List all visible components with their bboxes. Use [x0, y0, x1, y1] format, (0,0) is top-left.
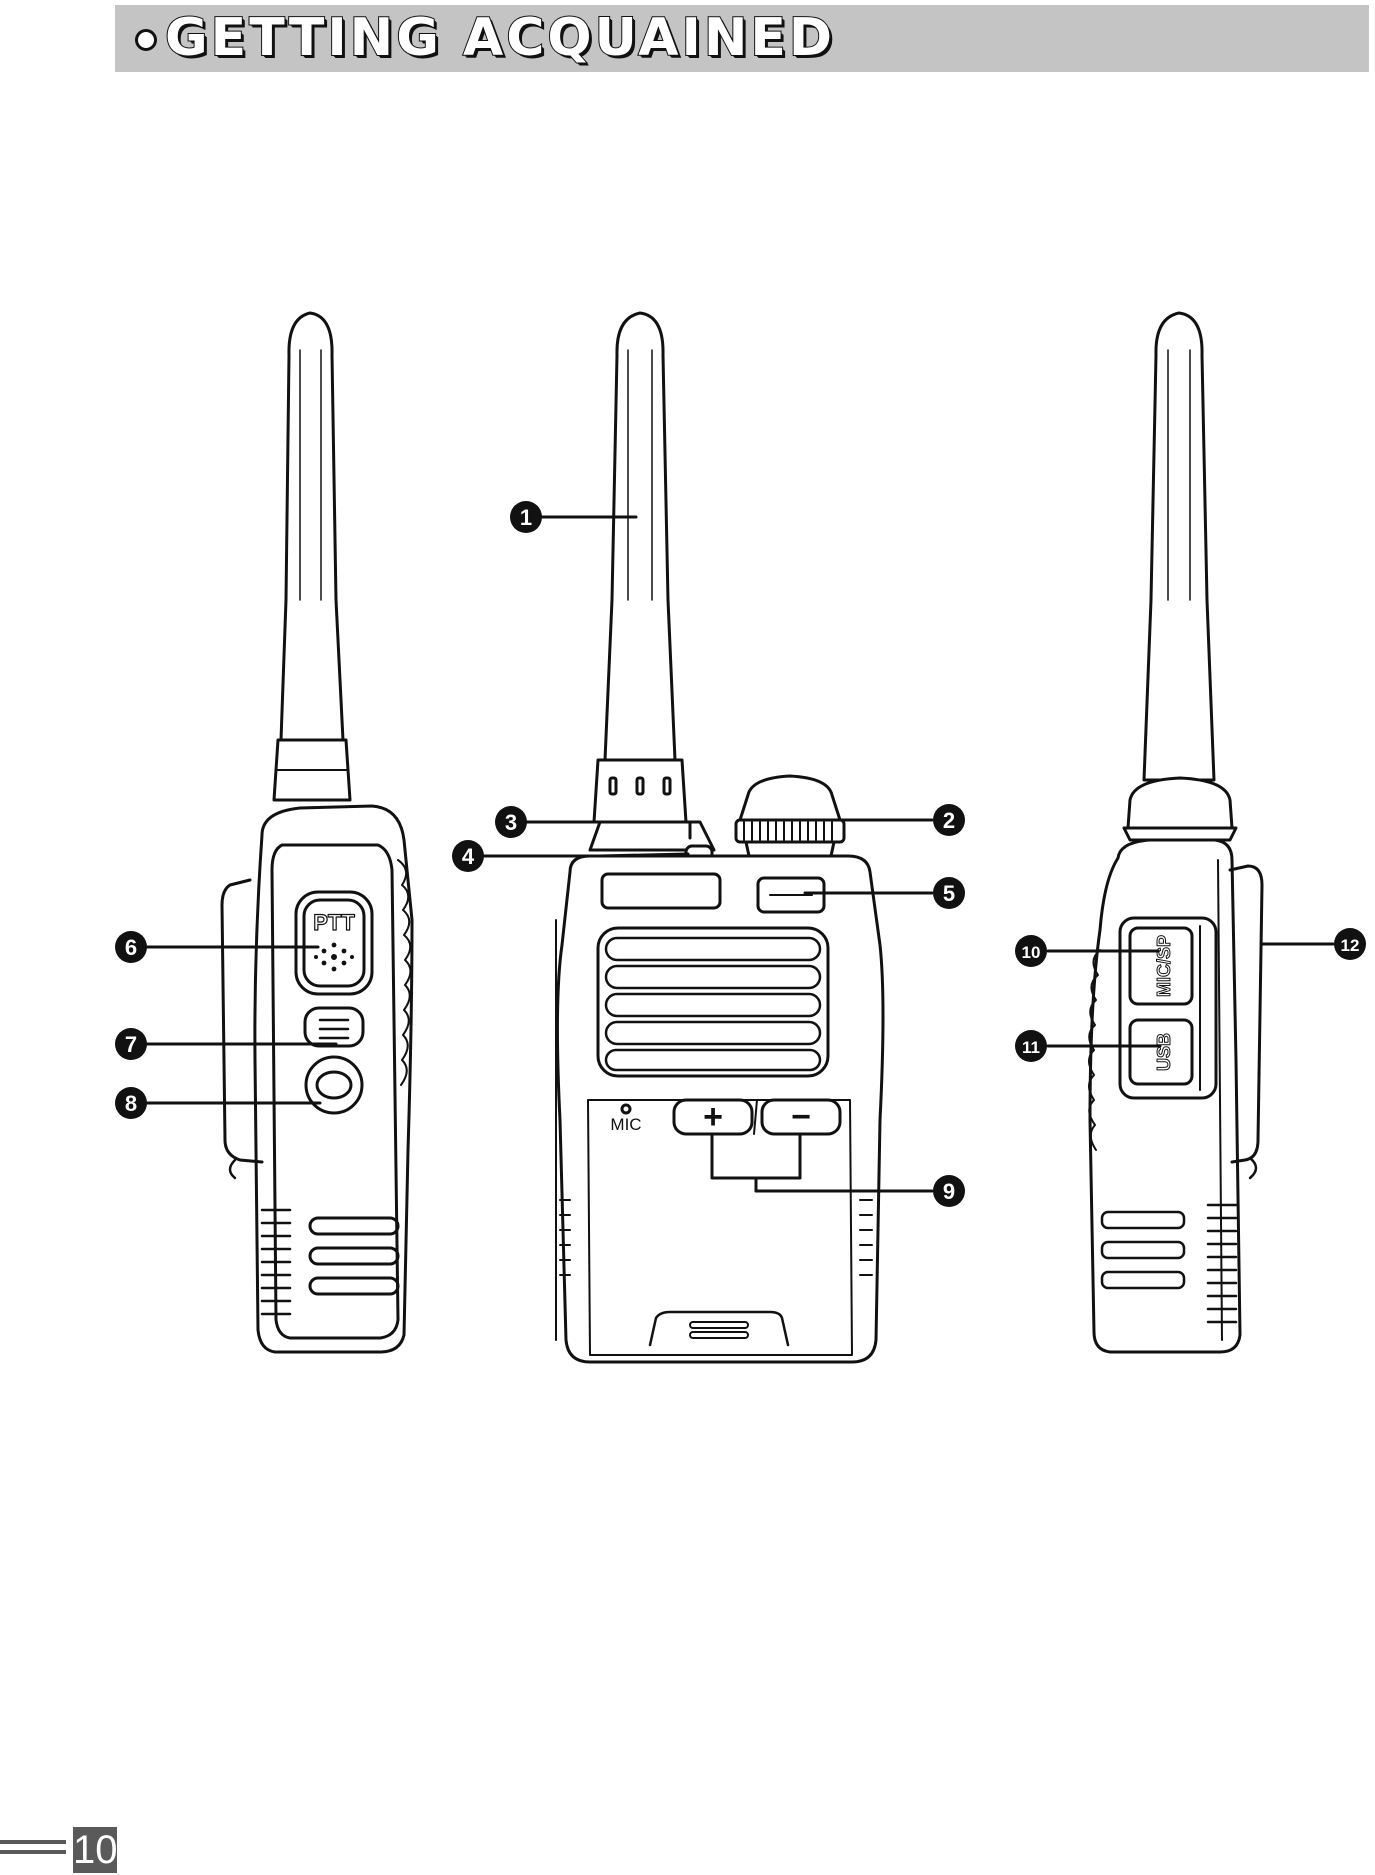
- callout-11: 11: [1015, 1030, 1047, 1062]
- callout-leader-lines: [144, 515, 1335, 1193]
- mic-label: MIC: [610, 1115, 641, 1134]
- callout-5: 5: [933, 877, 965, 909]
- battery-latch: [648, 1310, 790, 1347]
- svg-text:1: 1: [520, 505, 532, 530]
- function-key-button[interactable]: [303, 1006, 365, 1048]
- ptt-mic-holes-icon: [314, 942, 354, 972]
- speaker-grille: [596, 926, 830, 1078]
- svg-text:12: 12: [1341, 936, 1360, 955]
- belt-clip-left: [220, 878, 264, 1164]
- svg-text:9: 9: [943, 1179, 955, 1204]
- volume-knob[interactable]: [738, 774, 842, 822]
- plus-symbol: +: [703, 1098, 723, 1136]
- callout-9: 9: [933, 1175, 965, 1207]
- svg-text:10: 10: [1022, 943, 1041, 962]
- ptt-label: PTT: [313, 910, 355, 935]
- section-title: GETTING ACQUAINED: [164, 7, 836, 69]
- radio-left-side-view: PTT: [220, 311, 414, 1354]
- svg-text:6: 6: [125, 935, 137, 960]
- callout-8: 8: [115, 1087, 147, 1119]
- svg-text:4: 4: [462, 844, 475, 869]
- svg-text:3: 3: [505, 810, 517, 835]
- radio-front-view: MIC + −: [555, 311, 885, 1364]
- mic-sp-label: MIC/SP: [1154, 935, 1174, 997]
- svg-text:7: 7: [125, 1032, 137, 1057]
- callout-2: 2: [933, 804, 965, 836]
- radio-right-side-view: MIC/SP USB: [1088, 311, 1264, 1354]
- usb-port[interactable]: [1128, 1018, 1194, 1086]
- callout-badges: 1 2 3 4 5 6 7 8 9 10 11 12: [115, 501, 1366, 1207]
- header-bullet-icon: [135, 29, 157, 51]
- antenna-left: [279, 311, 345, 742]
- section-header-bar: [115, 5, 1369, 72]
- lamp-window: [756, 876, 826, 914]
- svg-text:2: 2: [943, 808, 955, 833]
- svg-text:8: 8: [125, 1091, 137, 1116]
- antenna-center: [603, 311, 677, 762]
- usb-label: USB: [1154, 1033, 1174, 1071]
- mic-sp-jack[interactable]: [1128, 926, 1194, 1006]
- mic-hole: [620, 1103, 632, 1115]
- svg-text:11: 11: [1022, 1038, 1040, 1057]
- svg-text:5: 5: [943, 881, 955, 906]
- callout-12: 12: [1334, 928, 1366, 960]
- callout-6: 6: [115, 931, 147, 963]
- callout-3: 3: [495, 806, 527, 838]
- callout-10: 10: [1015, 935, 1047, 967]
- callout-1: 1: [510, 501, 542, 533]
- page-mark-lines: [0, 1840, 66, 1854]
- page-number: 10: [73, 1827, 118, 1873]
- callout-7: 7: [115, 1028, 147, 1060]
- callout-4: 4: [452, 840, 484, 872]
- minus-symbol: −: [791, 1098, 811, 1136]
- monitor-key-button[interactable]: [304, 1055, 364, 1115]
- antenna-right: [1142, 311, 1216, 782]
